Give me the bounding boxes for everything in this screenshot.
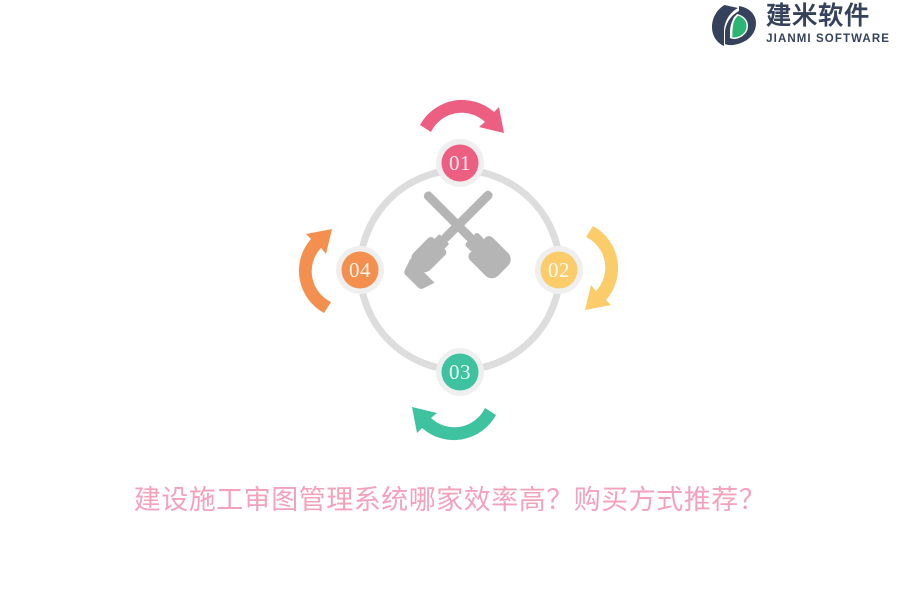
brand-name-cn: 建米软件 — [766, 2, 871, 31]
cycle-node-02[interactable]: 02 — [535, 246, 583, 294]
page-title: 建设施工审图管理系统哪家效率高？购买方式推荐？ — [133, 485, 767, 515]
cycle-arrow-01 — [420, 99, 504, 133]
cycle-diagram: 01 02 03 04 — [290, 85, 630, 445]
cycle-node-02-label: 02 — [548, 258, 570, 282]
cycle-arrow-03 — [412, 407, 496, 441]
cycle-arrow-02 — [585, 226, 619, 310]
cycle-node-01[interactable]: 01 — [436, 139, 484, 187]
brand-text: 建米软件 JIANMI SOFTWARE — [766, 4, 890, 46]
cycle-node-04-label: 04 — [349, 258, 371, 282]
cycle-ring — [356, 166, 564, 374]
brand-logo: 建米软件 JIANMI SOFTWARE — [711, 2, 890, 48]
cycle-node-04[interactable]: 04 — [336, 246, 384, 294]
cycle-node-03[interactable]: 03 — [436, 348, 484, 396]
jianmi-leaf-logo-icon — [711, 2, 757, 48]
cycle-node-01-label: 01 — [449, 151, 471, 175]
cycle-node-03-label: 03 — [449, 360, 471, 384]
cycle-arrow-04 — [298, 229, 332, 313]
crossed-hammer-pickaxe-icon — [404, 190, 511, 289]
brand-name-en: JIANMI SOFTWARE — [766, 33, 890, 46]
